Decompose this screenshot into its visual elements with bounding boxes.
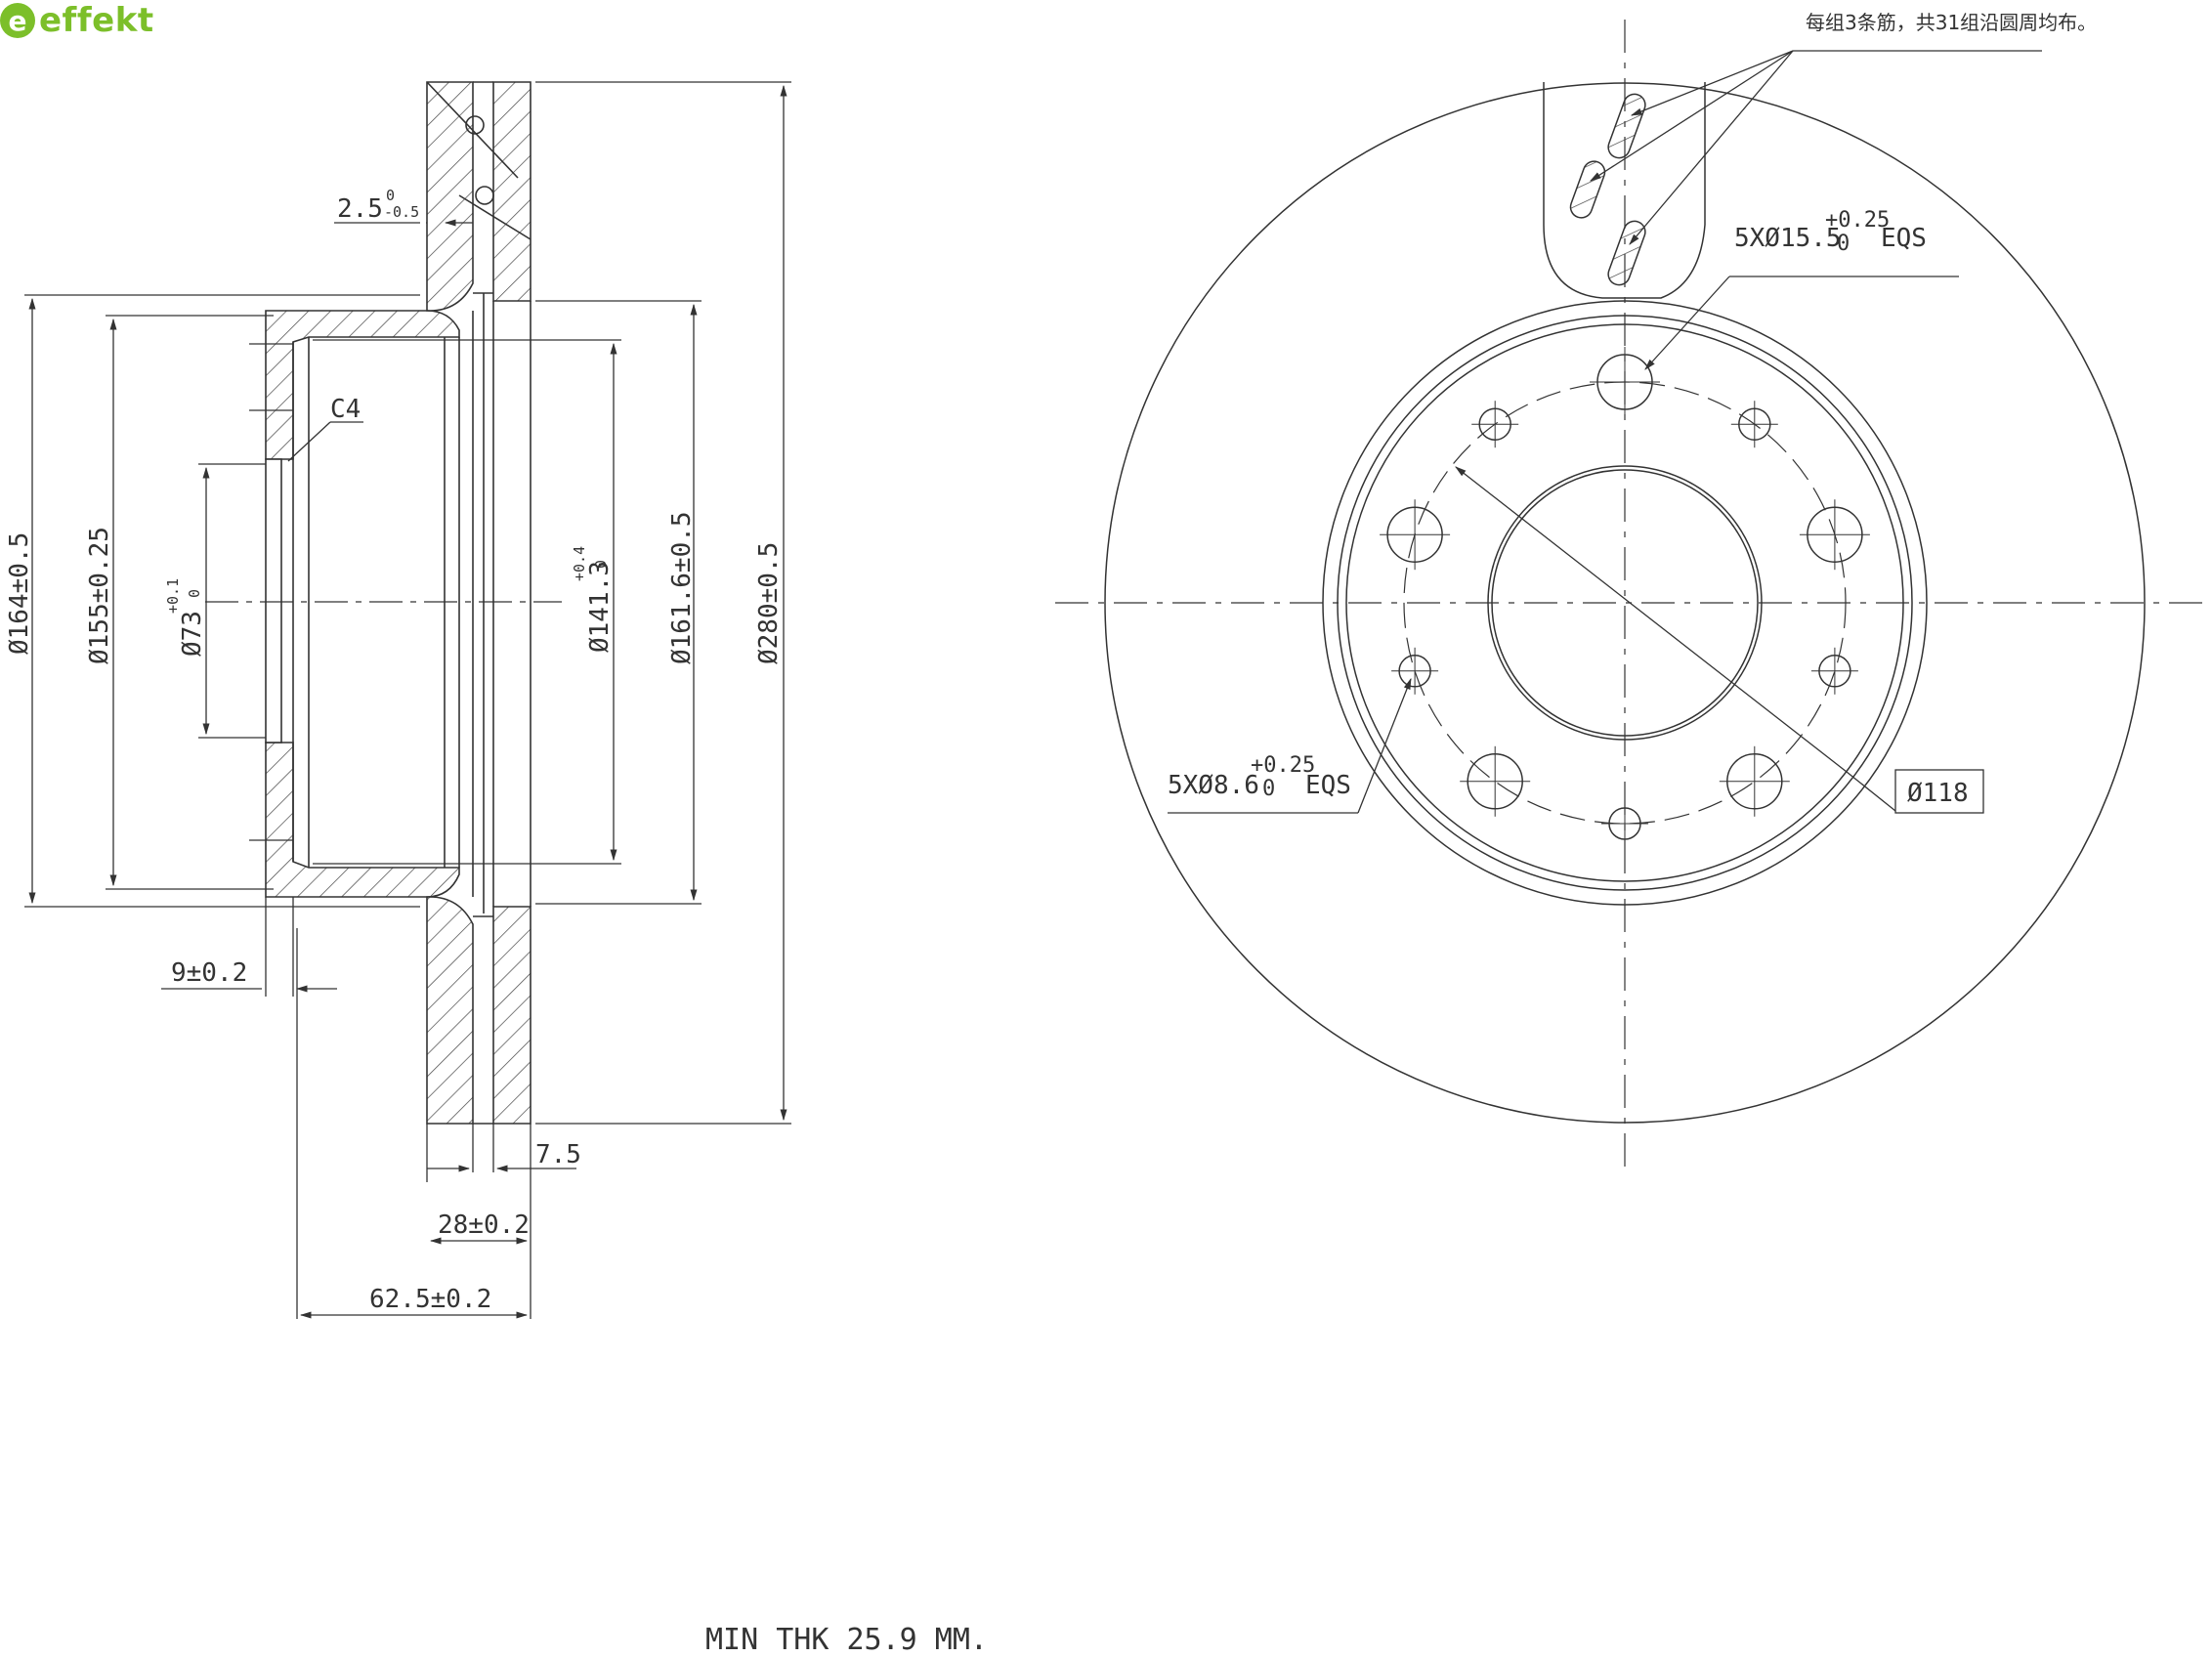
logo-mark-icon: e bbox=[0, 3, 35, 38]
hat-lower-wall bbox=[265, 742, 460, 898]
front-dimensions bbox=[1168, 50, 2042, 814]
holes-small-eqs: EQS bbox=[1305, 771, 1351, 800]
section-dimensions bbox=[24, 81, 791, 1319]
upper-left-plate bbox=[426, 81, 474, 312]
dim-141-tol: +0.4 bbox=[571, 546, 588, 581]
dim-2-5-tol-low: -0.5 bbox=[384, 203, 419, 221]
min-thickness-note: MIN THK 25.9 MM. bbox=[705, 1623, 988, 1657]
hat-upper-wall bbox=[265, 310, 460, 460]
holes-small-tol-low: 0 bbox=[1262, 777, 1275, 801]
dim-73-tol-low: 0 bbox=[186, 589, 203, 598]
dim-73-tol: +0.1 bbox=[164, 578, 182, 614]
dim-161: Ø161.6±0.5 bbox=[667, 511, 697, 664]
front-view bbox=[1055, 20, 2212, 1168]
bolt-holes bbox=[1380, 347, 1870, 847]
dim-2-5: 2.5 bbox=[337, 194, 383, 224]
dim-28: 28±0.2 bbox=[438, 1211, 530, 1240]
effekt-logo: e effekt bbox=[0, 0, 154, 41]
holes-large-tol-low: 0 bbox=[1837, 232, 1850, 256]
dim-141: Ø141.3 bbox=[585, 561, 615, 653]
dim-9: 9±0.2 bbox=[171, 958, 247, 988]
rib-cutaway bbox=[1543, 82, 1706, 299]
dim-62-5: 62.5±0.2 bbox=[369, 1285, 491, 1314]
dim-155: Ø155±0.25 bbox=[85, 527, 114, 664]
dim-141-tol-low: 0 bbox=[592, 560, 610, 569]
holes-small-label: 5XØ8.6 bbox=[1168, 771, 1259, 800]
dim-164: Ø164±0.5 bbox=[5, 532, 34, 655]
holes-large-eqs: EQS bbox=[1881, 224, 1927, 253]
dim-2-5-tol-up: 0 bbox=[386, 187, 395, 204]
pcd-label: Ø118 bbox=[1907, 779, 1969, 808]
labels: Ø164±0.5 Ø155±0.25 Ø73 +0.1 0 Ø141.3 +0.… bbox=[5, 11, 2097, 1657]
lower-right-plate bbox=[492, 906, 532, 1125]
section-view bbox=[205, 81, 562, 1125]
rib-note: 每组3条筋，共31组沿圆周均布。 bbox=[1806, 11, 2097, 34]
pcd-box bbox=[1894, 769, 1984, 814]
dim-7-5: 7.5 bbox=[535, 1140, 581, 1169]
lower-left-plate bbox=[426, 896, 474, 1125]
chamfer-label: C4 bbox=[330, 395, 361, 424]
dim-280: Ø280±0.5 bbox=[754, 542, 784, 664]
holes-small-tol: +0.25 bbox=[1251, 753, 1315, 778]
dim-73: Ø73 bbox=[178, 611, 207, 657]
holes-large-label: 5XØ15.5 bbox=[1734, 224, 1842, 253]
upper-right-plate bbox=[492, 81, 532, 302]
rib-slots bbox=[1569, 93, 1646, 286]
logo-text: effekt bbox=[39, 1, 154, 40]
holes-large-tol: +0.25 bbox=[1825, 208, 1890, 233]
